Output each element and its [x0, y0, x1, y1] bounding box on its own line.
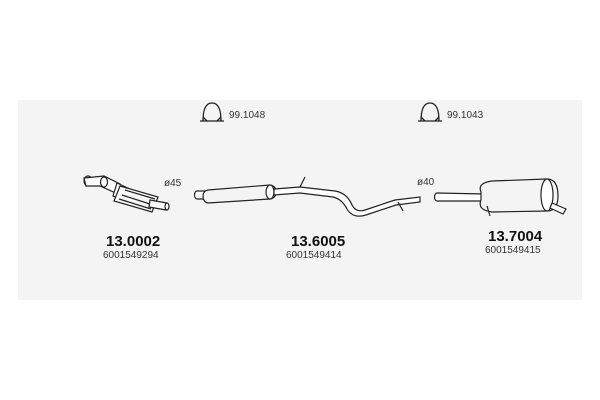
diameter-label: ø45 — [164, 178, 182, 189]
oem-number: 6001549415 — [485, 245, 541, 256]
part-number: 13.6005 — [291, 233, 346, 250]
middle-silencer-drawing — [193, 176, 421, 217]
rear-silencer-drawing — [433, 178, 567, 217]
part-number: 13.0002 — [106, 233, 161, 250]
oem-number: 6001549414 — [286, 250, 342, 261]
clamp-icon — [200, 102, 224, 122]
diameter-label: ø40 — [417, 177, 435, 188]
oem-number: 6001549294 — [103, 250, 159, 261]
clamp-code-label: 99.1043 — [447, 110, 484, 121]
clamp-code-label: 99.1048 — [229, 110, 266, 121]
clamp-icon — [418, 102, 442, 122]
part-number: 13.7004 — [488, 228, 543, 245]
front-pipe-catalyst-drawing — [83, 175, 170, 213]
